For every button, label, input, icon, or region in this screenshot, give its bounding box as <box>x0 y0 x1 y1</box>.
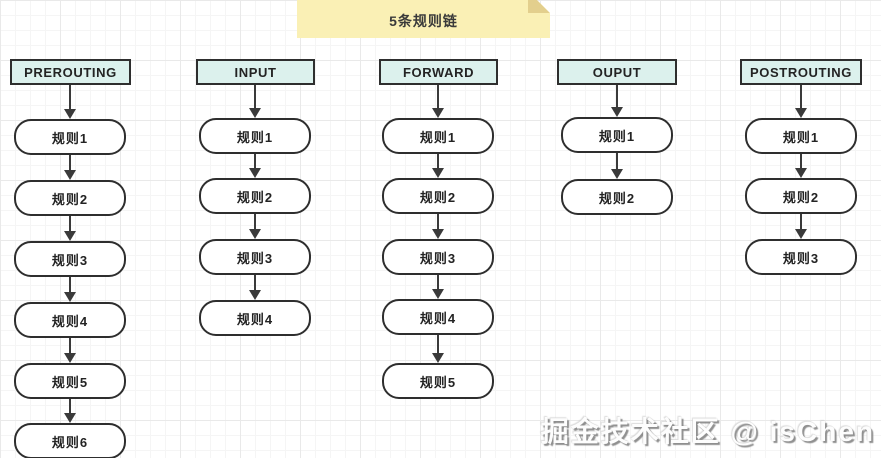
flow-arrow <box>249 214 261 239</box>
rule-node: 规则5 <box>382 363 494 399</box>
flow-arrow <box>611 153 623 179</box>
flow-arrow <box>795 214 807 239</box>
rule-node: 规则3 <box>14 241 126 277</box>
watermark: 掘金技术社区 @ isChen <box>540 416 875 447</box>
flow-arrow <box>249 154 261 178</box>
flow-arrow <box>432 85 444 118</box>
rule-node: 规则1 <box>199 118 311 154</box>
rule-node: 规则2 <box>382 178 494 214</box>
flow-arrow <box>795 154 807 178</box>
rule-node: 规则6 <box>14 423 126 458</box>
chain-header-postrouting: POSTROUTING <box>740 59 862 85</box>
rule-node: 规则2 <box>199 178 311 214</box>
flow-arrow <box>64 399 76 423</box>
flow-arrow <box>64 277 76 302</box>
chain-header-input: INPUT <box>196 59 315 85</box>
rule-node: 规则4 <box>14 302 126 338</box>
rule-node: 规则1 <box>382 118 494 154</box>
flow-arrow <box>432 154 444 178</box>
note-label: 5条规则链 <box>389 12 458 29</box>
rule-node: 规则2 <box>561 179 673 215</box>
rule-node: 规则3 <box>199 239 311 275</box>
rule-node: 规则3 <box>745 239 857 275</box>
rule-node: 规则5 <box>14 363 126 399</box>
flow-arrow <box>64 85 76 119</box>
rule-node: 规则2 <box>745 178 857 214</box>
flow-arrow <box>64 155 76 180</box>
rule-node: 规则4 <box>199 300 311 336</box>
flow-arrow <box>432 275 444 299</box>
rule-node: 规则2 <box>14 180 126 216</box>
flow-arrow <box>611 85 623 117</box>
flow-arrow <box>249 275 261 300</box>
rule-node: 规则1 <box>561 117 673 153</box>
flow-arrow <box>795 85 807 118</box>
flow-arrow <box>64 338 76 363</box>
rule-node: 规则1 <box>14 119 126 155</box>
note-fold-corner <box>528 0 550 13</box>
rule-node: 规则3 <box>382 239 494 275</box>
sticky-note: 5条规则链 <box>297 0 550 38</box>
rule-node: 规则1 <box>745 118 857 154</box>
chain-header-prerouting: PREROUTING <box>10 59 131 85</box>
flow-arrow <box>249 85 261 118</box>
chain-header-forward: FORWARD <box>379 59 498 85</box>
rule-node: 规则4 <box>382 299 494 335</box>
flow-arrow <box>432 335 444 363</box>
flow-arrow <box>64 216 76 241</box>
chain-header-ouput: OUPUT <box>557 59 677 85</box>
flow-arrow <box>432 214 444 239</box>
